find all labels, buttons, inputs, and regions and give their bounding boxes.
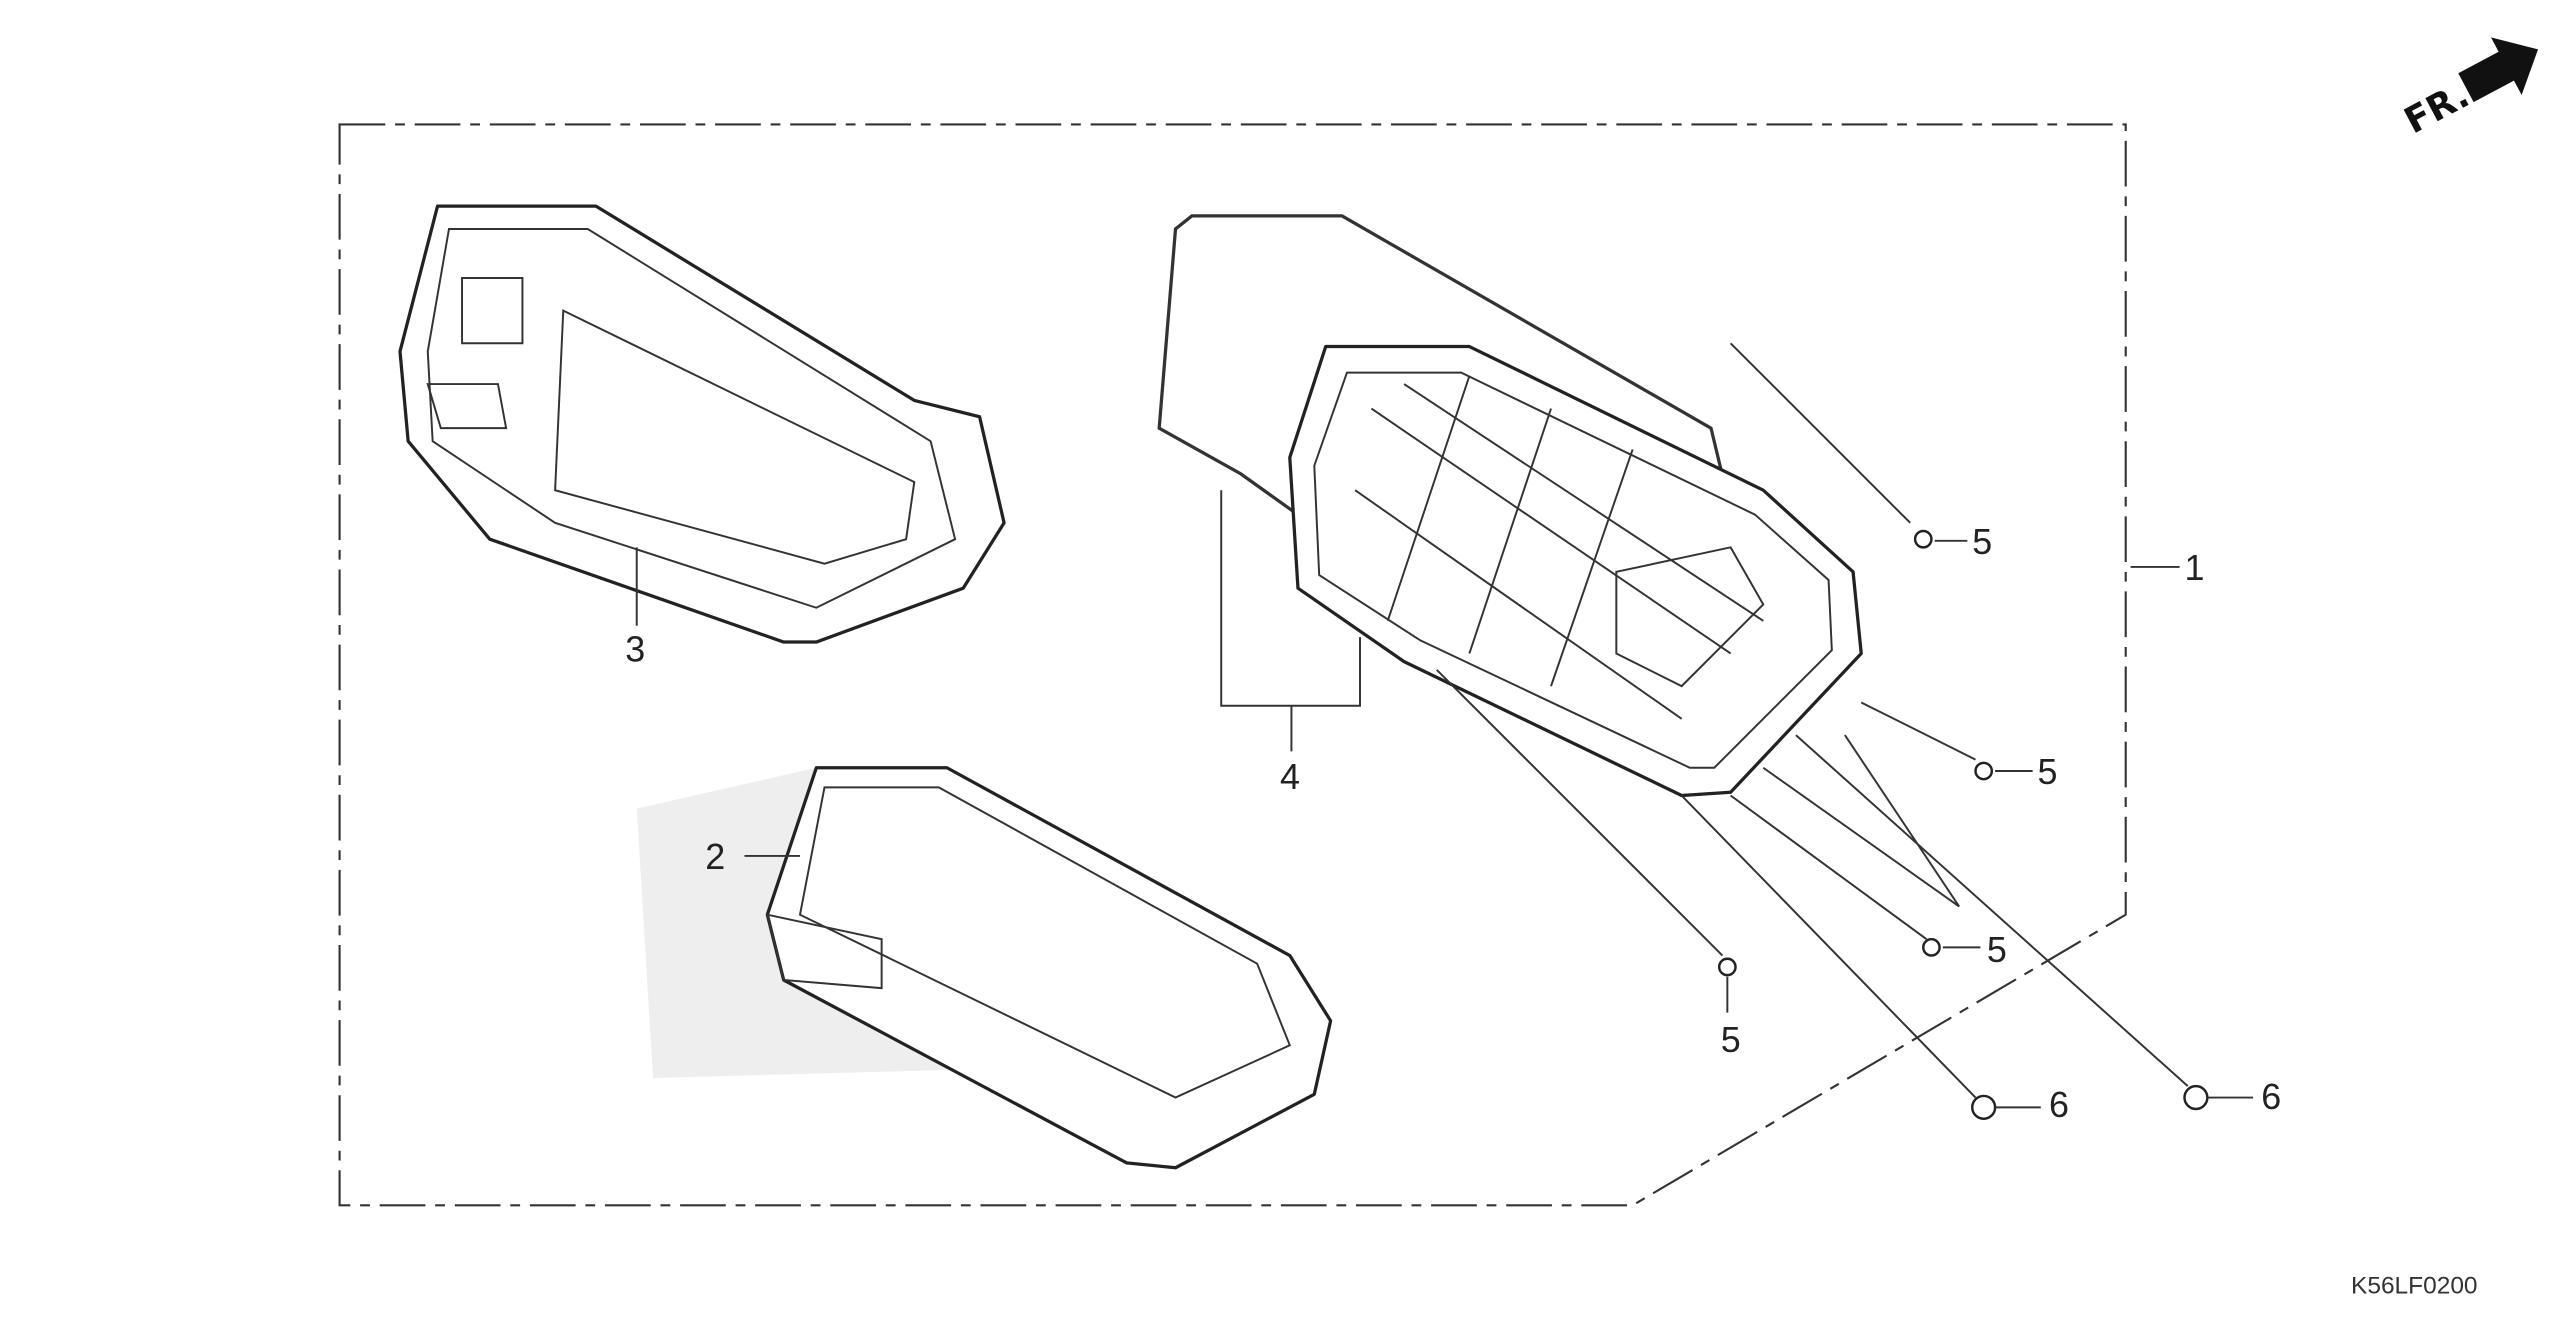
callout-6b: 6 xyxy=(2261,1076,2281,1117)
upper-cover-drawing xyxy=(398,204,1006,644)
callout-1: 1 xyxy=(2184,547,2204,588)
callout-5c: 5 xyxy=(1987,929,2007,970)
callout-4: 4 xyxy=(1280,756,1300,797)
callout-5d: 5 xyxy=(1721,1019,1741,1060)
callout-6a: 6 xyxy=(2049,1084,2069,1125)
callout-2: 2 xyxy=(705,836,725,877)
leader-lines xyxy=(635,342,2254,1109)
callout-5b: 5 xyxy=(2038,751,2058,792)
callout-3: 3 xyxy=(625,629,645,670)
drawing-code: K56LF0200 xyxy=(2351,1272,2478,1299)
meter-drawing xyxy=(636,766,1333,1170)
front-arrow-icon xyxy=(2458,37,2539,103)
front-label: FR. xyxy=(2398,75,2476,142)
front-direction-indicator: FR. xyxy=(2398,37,2539,142)
meter-case-drawing xyxy=(1288,344,1863,798)
callout-5a: 5 xyxy=(1972,521,1992,562)
assembly-boundary xyxy=(338,123,2127,1207)
